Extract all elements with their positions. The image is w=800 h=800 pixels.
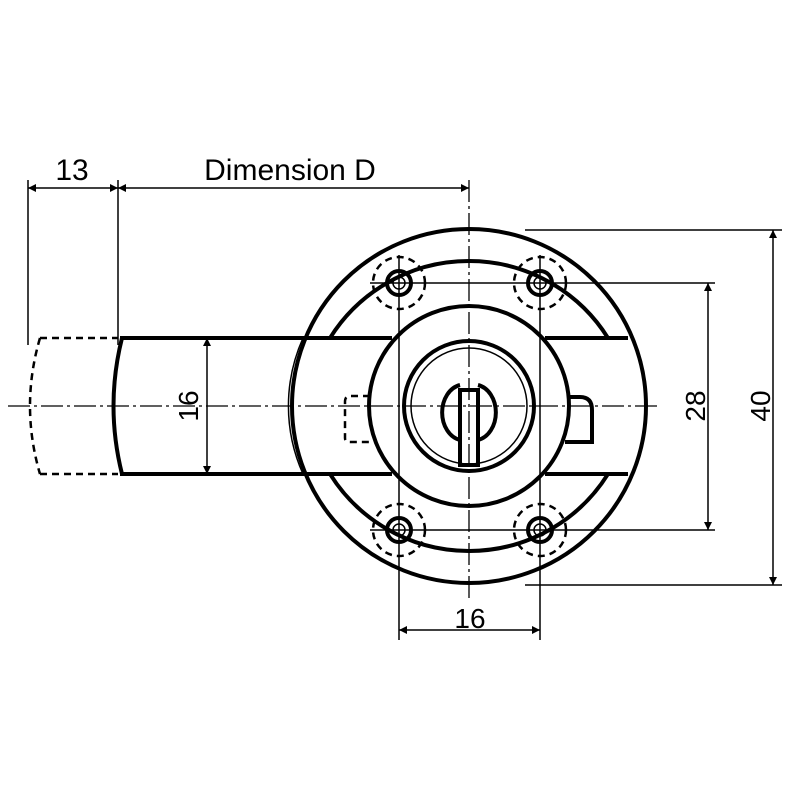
dimension-label-13: 13: [55, 154, 88, 187]
screw-holes: [370, 255, 715, 640]
dimension-label-bolt-16: 16: [173, 390, 204, 421]
dimension-label-28: 28: [680, 390, 711, 421]
rosette: [287, 227, 648, 585]
dimension-label-holes-16: 16: [454, 603, 485, 634]
bolt: [28, 336, 628, 476]
extension-lines: [27, 180, 782, 586]
dimension-lines: [28, 184, 777, 634]
dimension-label-40: 40: [745, 390, 776, 421]
center-lines: [8, 180, 660, 600]
dimension-label-d: Dimension D: [204, 154, 376, 187]
keyway: [440, 383, 498, 467]
